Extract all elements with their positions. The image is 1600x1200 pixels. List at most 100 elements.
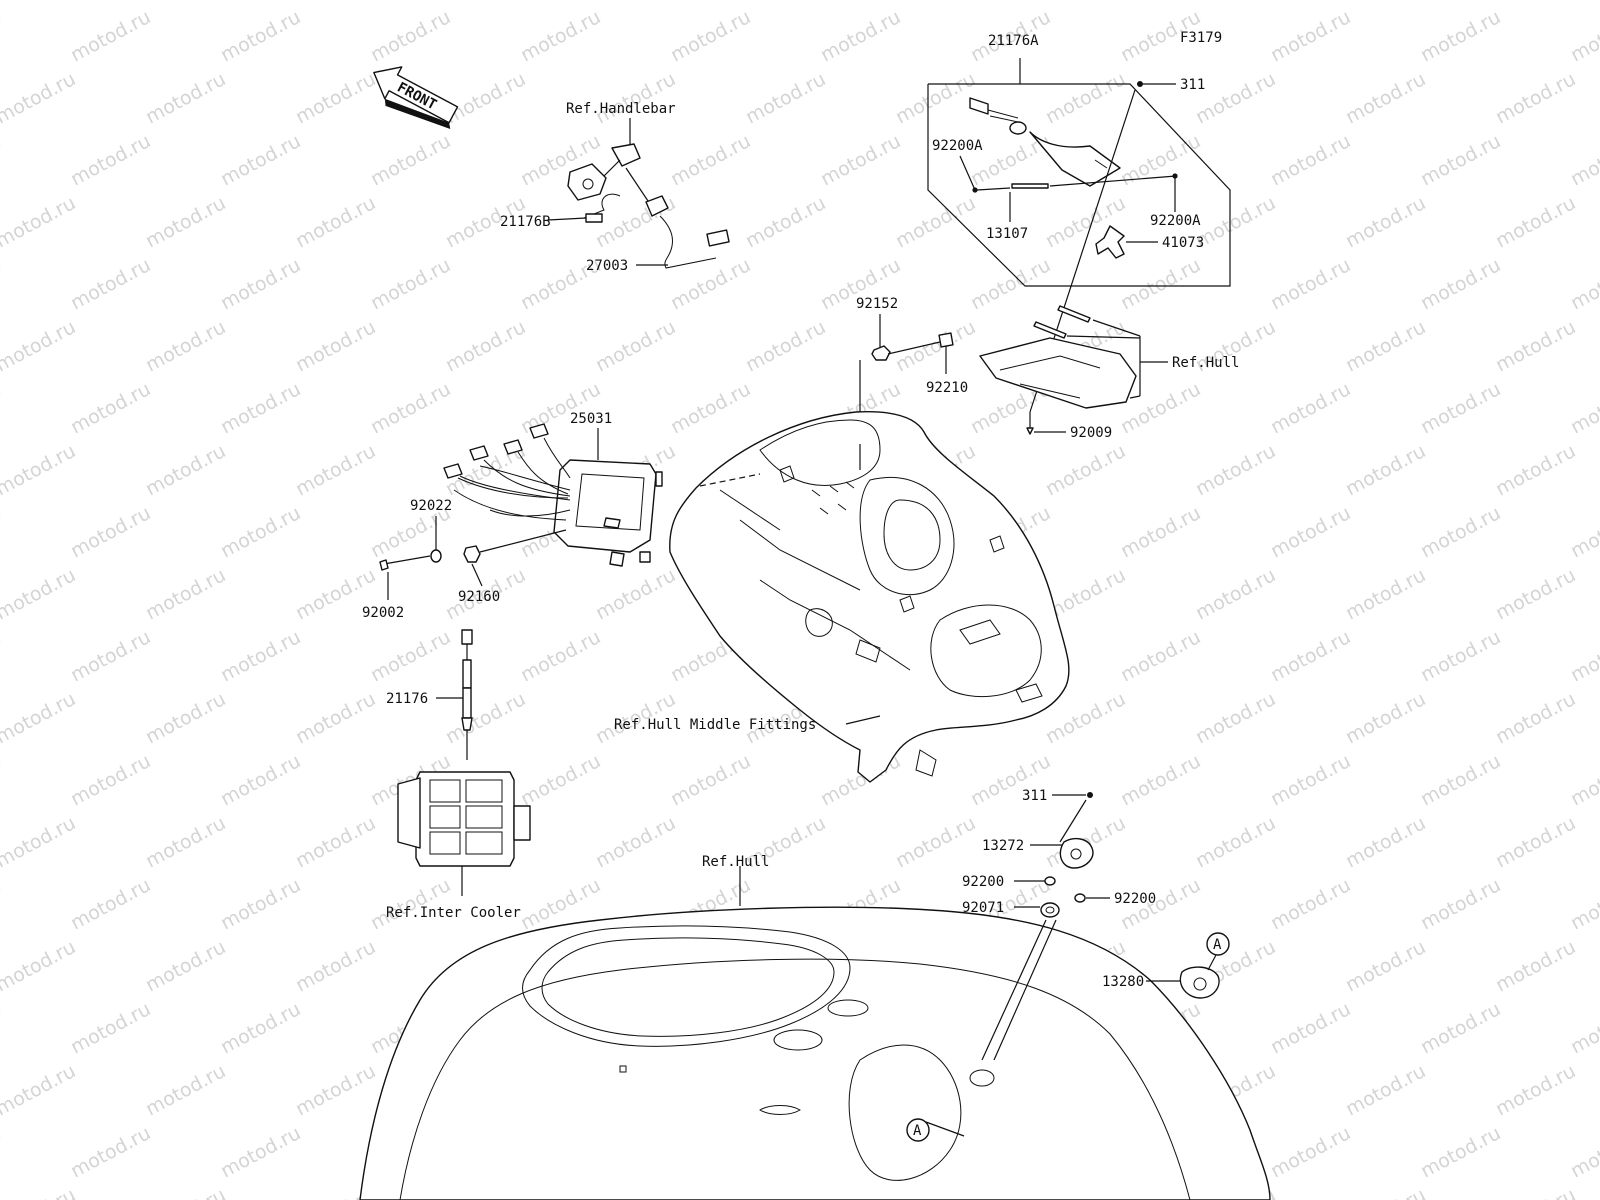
watermark-text: motod.ru	[1117, 502, 1204, 562]
watermark-text: motod.ru	[0, 130, 4, 190]
watermark-text: motod.ru	[0, 192, 79, 252]
sensor-and-intercooler-group: 21176 Ref.Inter Cooler	[386, 629, 531, 921]
watermark-text: motod.ru	[67, 378, 154, 438]
watermark-text: motod.ru	[1567, 254, 1600, 314]
label-21176A: 21176A	[988, 33, 1039, 49]
watermark-text: motod.ru	[1567, 998, 1600, 1058]
watermark-text: motod.ru	[292, 0, 379, 4]
watermark-text: motod.ru	[0, 1184, 79, 1200]
watermark-text: motod.ru	[367, 130, 454, 190]
watermark-text: motod.ru	[1567, 626, 1600, 686]
watermark-text: motod.ru	[217, 502, 304, 562]
label-ref-hull-middle-fittings: Ref.Hull Middle Fittings	[614, 717, 816, 733]
watermark-text: motod.ru	[1192, 812, 1279, 872]
watermark-text: motod.ru	[142, 316, 229, 376]
watermark-text: motod.ru	[67, 254, 154, 314]
watermark-text: motod.ru	[0, 1122, 4, 1182]
watermark-text: motod.ru	[1492, 1184, 1579, 1200]
watermark-text: motod.ru	[1042, 440, 1129, 500]
watermark-text: motod.ru	[67, 998, 154, 1058]
watermark-text: motod.ru	[67, 1122, 154, 1182]
watermark-text: motod.ru	[1492, 192, 1579, 252]
watermark-text: motod.ru	[1267, 378, 1354, 438]
watermark-text: motod.ru	[442, 68, 529, 128]
label-ref-hull-bottom: Ref.Hull	[702, 854, 769, 870]
watermark-text: motod.ru	[1342, 688, 1429, 748]
watermark-text: motod.ru	[292, 68, 379, 128]
watermark-text: motod.ru	[142, 688, 229, 748]
watermark-text: motod.ru	[892, 316, 979, 376]
label-41073: 41073	[1162, 235, 1204, 251]
watermark-text: motod.ru	[1267, 998, 1354, 1058]
watermark-text: motod.ru	[517, 750, 604, 810]
label-311-bottom: 311	[1022, 788, 1047, 804]
watermark-text: motod.ru	[0, 6, 4, 66]
watermark-text: motod.ru	[1117, 254, 1204, 314]
watermark-text: motod.ru	[667, 254, 754, 314]
watermark-text: motod.ru	[1492, 688, 1579, 748]
watermark-text: motod.ru	[1342, 812, 1429, 872]
callout-a-cover-letter: A	[1213, 937, 1222, 953]
watermark-text: motod.ru	[0, 998, 4, 1058]
watermark-text: motod.ru	[292, 812, 379, 872]
watermark-text: motod.ru	[1492, 0, 1579, 4]
watermark-text: motod.ru	[892, 192, 979, 252]
watermark-text: motod.ru	[142, 812, 229, 872]
watermark-text: motod.ru	[1192, 564, 1279, 624]
watermark-text: motod.ru	[1417, 130, 1504, 190]
label-21176: 21176	[386, 691, 428, 707]
label-ref-inter-cooler: Ref.Inter Cooler	[386, 905, 521, 921]
watermark-text: motod.ru	[1267, 254, 1354, 314]
watermark-text: motod.ru	[892, 0, 979, 4]
watermark-text: motod.ru	[0, 502, 4, 562]
watermark-text: motod.ru	[1267, 502, 1354, 562]
watermark-text: motod.ru	[1267, 874, 1354, 934]
handlebar-switch-group: Ref.Handlebar 21176B 27003	[500, 101, 730, 274]
watermark-text: motod.ru	[1492, 936, 1579, 996]
watermark-text: motod.ru	[0, 316, 79, 376]
watermark-text: motod.ru	[292, 936, 379, 996]
watermark-text: motod.ru	[1417, 1122, 1504, 1182]
watermark-text: motod.ru	[0, 564, 79, 624]
watermark-text: motod.ru	[1342, 440, 1429, 500]
watermark-text: motod.ru	[142, 1184, 229, 1200]
watermark-text: motod.ru	[1417, 998, 1504, 1058]
watermark-text: motod.ru	[0, 254, 4, 314]
watermark-text: motod.ru	[292, 688, 379, 748]
watermark-text: motod.ru	[1342, 564, 1429, 624]
watermark-text: motod.ru	[892, 812, 979, 872]
watermark-text: motod.ru	[367, 626, 454, 686]
watermark-text: motod.ru	[217, 254, 304, 314]
watermark-text: motod.ru	[667, 6, 754, 66]
label-92210: 92210	[926, 380, 968, 396]
figure-code: F3179	[1180, 30, 1222, 46]
watermark-text: motod.ru	[1342, 936, 1429, 996]
watermark-text: motod.ru	[1417, 626, 1504, 686]
watermark-text: motod.ru	[742, 0, 829, 4]
watermark-text: motod.ru	[1117, 626, 1204, 686]
watermark-text: motod.ru	[217, 626, 304, 686]
watermark-text: motod.ru	[142, 192, 229, 252]
watermark-text: motod.ru	[442, 316, 529, 376]
watermark-text: motod.ru	[142, 440, 229, 500]
callout-a-deck	[906, 1118, 930, 1142]
label-92071: 92071	[962, 900, 1004, 916]
watermark-text: motod.ru	[1492, 812, 1579, 872]
watermark-text: motod.ru	[67, 626, 154, 686]
watermark-text: motod.ru	[517, 6, 604, 66]
watermark-text: motod.ru	[1117, 750, 1204, 810]
watermark-text: motod.ru	[292, 440, 379, 500]
watermark-text: motod.ru	[1567, 750, 1600, 810]
watermark-text: motod.ru	[442, 0, 529, 4]
watermark-text: motod.ru	[1492, 564, 1579, 624]
watermark-text: motod.ru	[1342, 1184, 1429, 1200]
watermark-text: motod.ru	[0, 688, 79, 748]
label-13107: 13107	[986, 226, 1028, 242]
watermark-text: motod.ru	[442, 688, 529, 748]
label-ref-handlebar: Ref.Handlebar	[566, 101, 676, 117]
watermark-text: motod.ru	[1567, 130, 1600, 190]
watermark-text: motod.ru	[592, 812, 679, 872]
drain-plug-group: 311 13272 92200 92200 92071 13280 A	[962, 788, 1230, 1061]
